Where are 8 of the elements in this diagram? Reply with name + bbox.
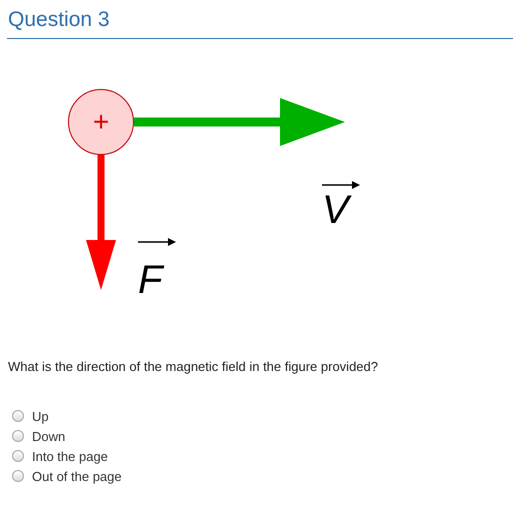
question-title: Question 3 <box>8 8 110 32</box>
plus-sign: + <box>92 108 110 136</box>
option-label: Up <box>32 409 49 424</box>
question-text: What is the direction of the magnetic field in the figure provided? <box>8 359 378 374</box>
option-label: Down <box>32 429 66 444</box>
option-label: Out of the page <box>32 469 122 484</box>
vector-label: F <box>138 260 162 300</box>
option-label: Into the page <box>32 449 108 464</box>
